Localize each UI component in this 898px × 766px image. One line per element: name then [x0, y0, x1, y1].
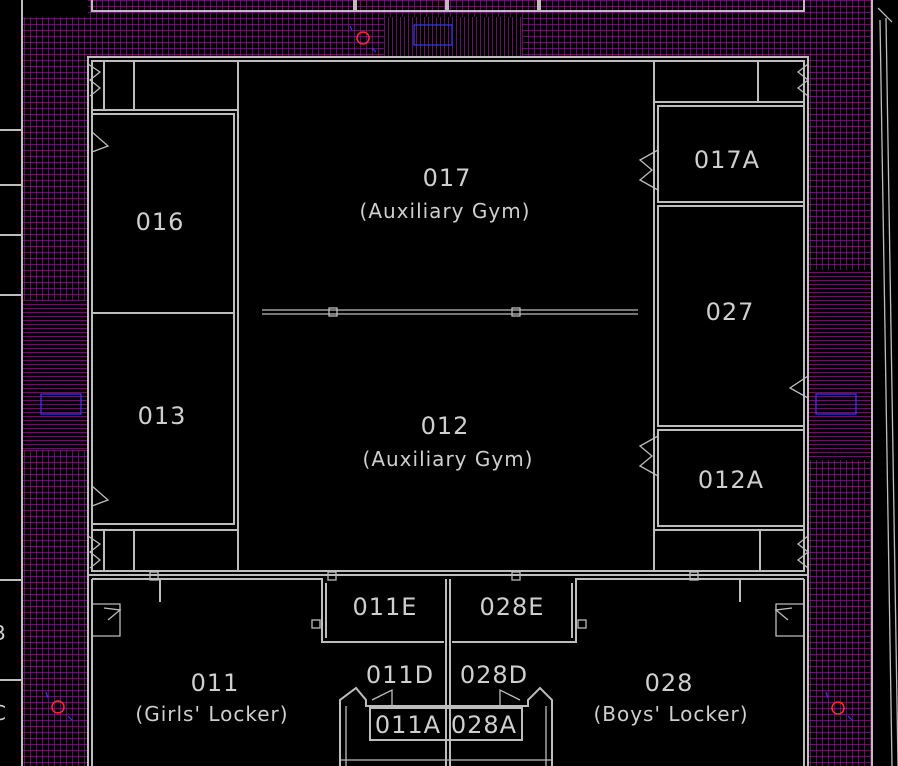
locker-walls — [87, 571, 809, 766]
toilet-block — [339, 686, 553, 766]
room-028A-number: 028A — [451, 711, 517, 739]
room-028E-number: 028E — [480, 593, 545, 621]
room-013-number: 013 — [138, 402, 187, 430]
room-028D-number: 028D — [460, 661, 528, 689]
corridor-hatching — [22, 0, 872, 766]
room-027-number: 027 — [706, 298, 755, 326]
room-028-number: 028 — [645, 669, 694, 697]
room-012-name: (Auxiliary Gym) — [363, 447, 534, 471]
right-rooms — [638, 105, 809, 527]
room-012-number: 012 — [421, 412, 470, 440]
room-016-number: 016 — [136, 208, 185, 236]
top-walls — [91, 0, 805, 12]
room-labels: 017 (Auxiliary Gym) 012 (Auxiliary Gym) … — [0, 146, 764, 739]
gym-walls — [87, 56, 809, 576]
red-markers — [45, 25, 853, 721]
room-011E-number: 011E — [353, 593, 418, 621]
corner-doors — [87, 63, 810, 569]
room-012A-number: 012A — [698, 466, 764, 494]
room-011-name: (Girls' Locker) — [135, 702, 288, 726]
room-028-name: (Boys' Locker) — [593, 702, 748, 726]
room-011-number: 011 — [191, 669, 240, 697]
room-011A-number: 011A — [375, 711, 441, 739]
edge-glyph-b: B — [0, 621, 7, 645]
edge-glyph-c: C — [0, 701, 7, 725]
room-017A-number: 017A — [694, 146, 760, 174]
room-011D-number: 011D — [366, 661, 434, 689]
blue-tags — [40, 24, 857, 415]
gym-divider — [262, 307, 638, 317]
room-017-name: (Auxiliary Gym) — [360, 199, 531, 223]
room-017-number: 017 — [423, 164, 472, 192]
left-rooms — [91, 113, 235, 525]
